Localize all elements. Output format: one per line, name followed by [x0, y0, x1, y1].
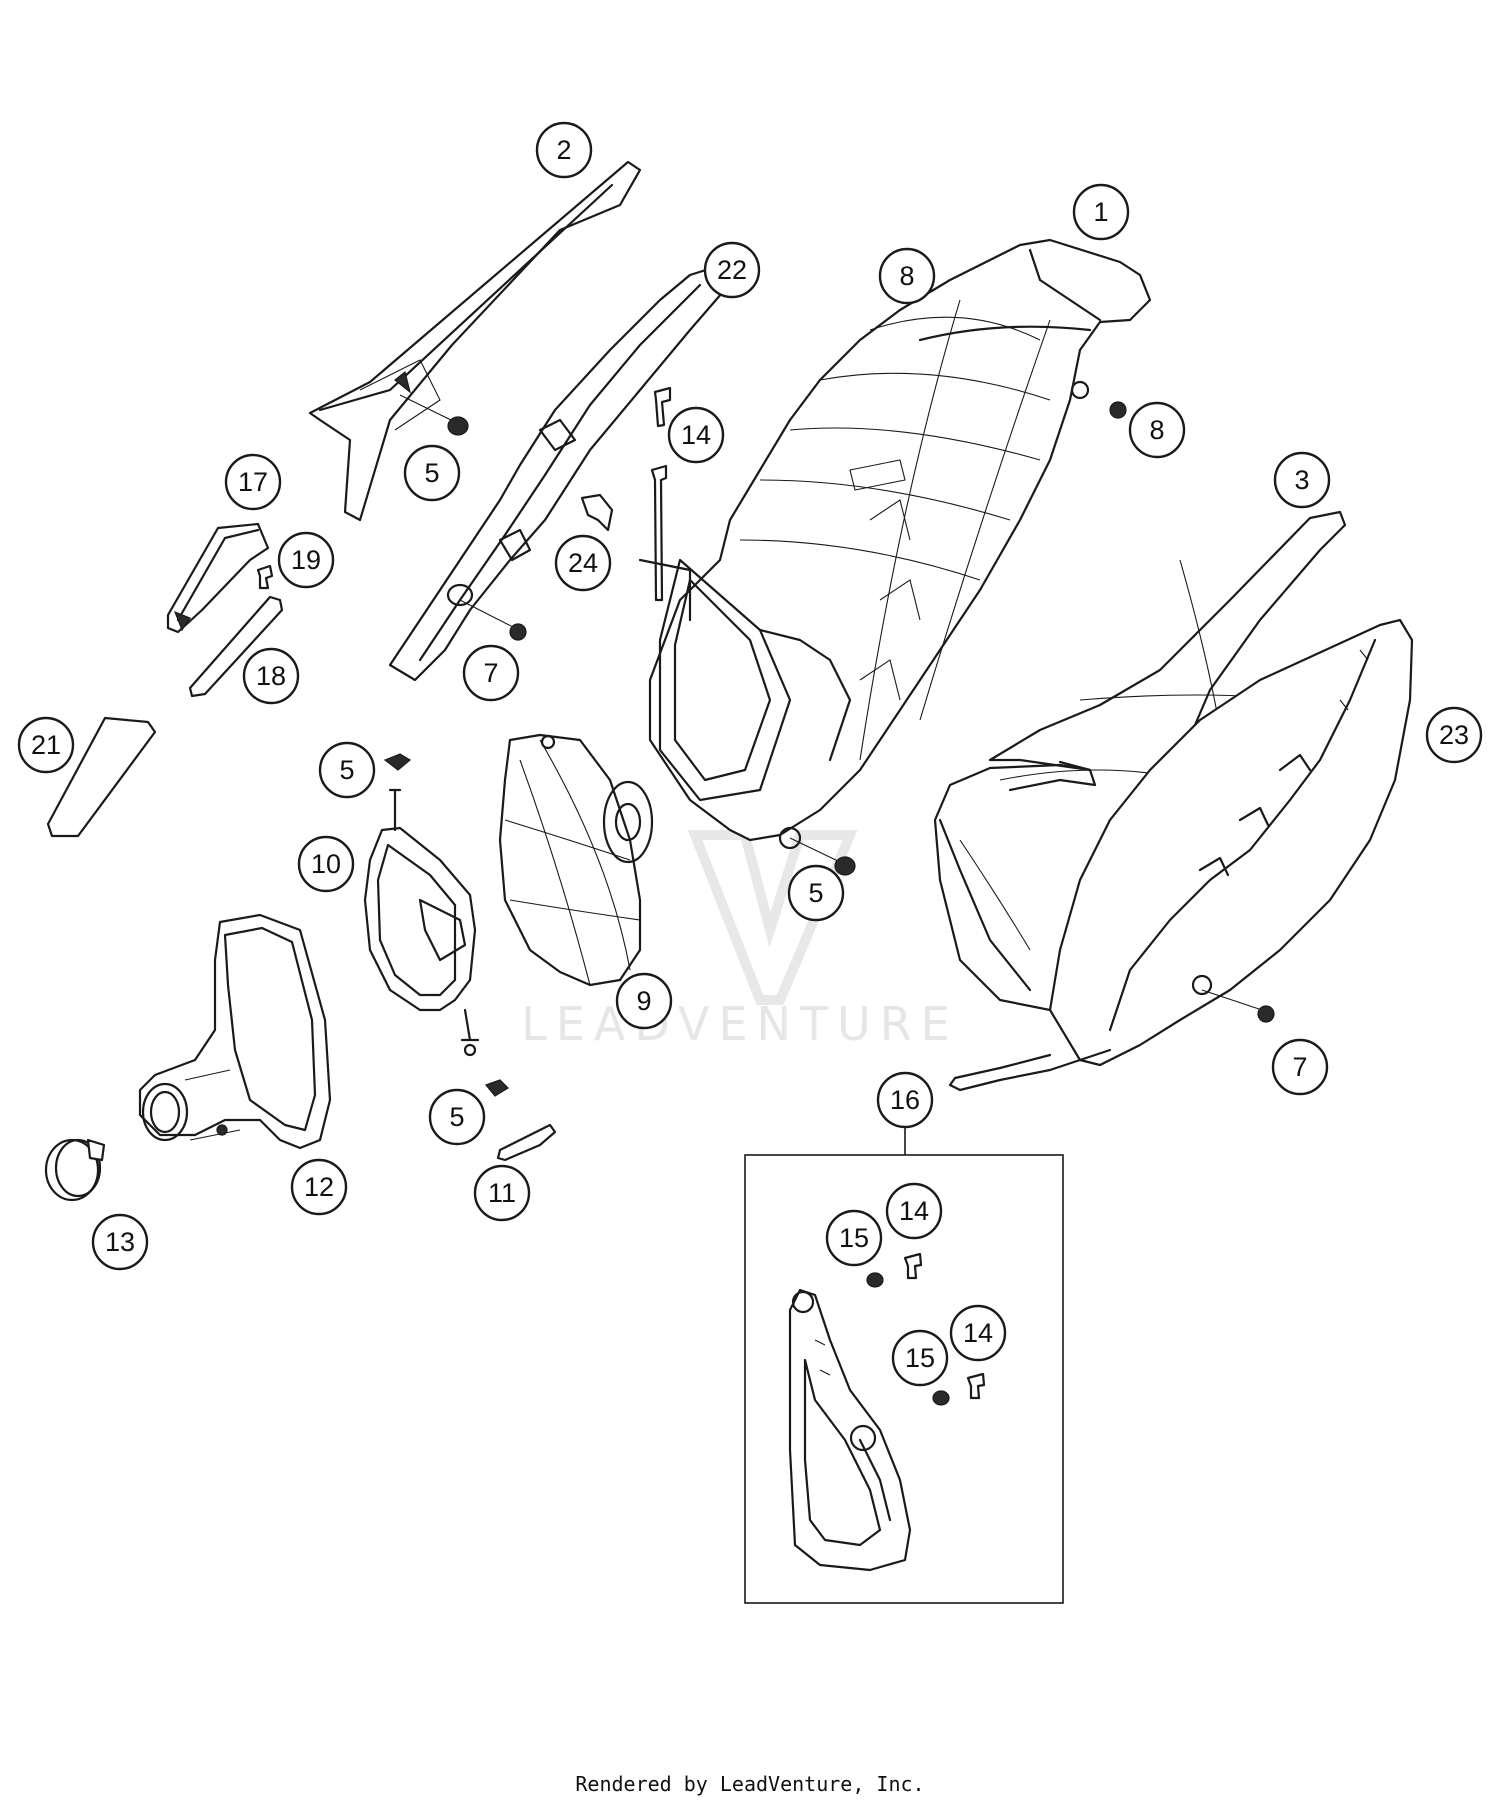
svg-text:1: 1 — [1093, 197, 1108, 227]
part-5-clip — [484, 1079, 509, 1097]
callout-23[interactable]: 23 — [1425, 706, 1483, 764]
part-11-clip-plate — [496, 1123, 557, 1162]
callout-22[interactable]: 22 — [703, 241, 761, 299]
part-5-grommet — [834, 856, 856, 876]
svg-text:8: 8 — [899, 261, 914, 291]
part-21-sticker — [46, 716, 157, 838]
svg-text:2: 2 — [556, 135, 571, 165]
leader-line — [1201, 989, 1263, 1011]
callout-13[interactable]: 13 — [91, 1213, 149, 1271]
svg-text:9: 9 — [636, 986, 651, 1016]
svg-text:5: 5 — [808, 878, 823, 908]
part-9-filter-cage — [498, 733, 654, 987]
svg-text:14: 14 — [681, 420, 711, 450]
callout-14[interactable]: 14 — [949, 1304, 1007, 1362]
footer-credit: Rendered by LeadVenture, Inc. — [575, 1772, 925, 1796]
svg-text:10: 10 — [311, 849, 341, 879]
part-1-air-box — [638, 238, 1152, 850]
svg-text:15: 15 — [905, 1343, 935, 1373]
svg-text:5: 5 — [339, 755, 354, 785]
part-16-kit-box — [744, 1120, 1064, 1604]
callout-7[interactable]: 7 — [1271, 1038, 1329, 1096]
part-5-grommet — [447, 416, 469, 436]
part-15-washer — [866, 1272, 884, 1288]
leader-line — [399, 394, 456, 423]
part-2-shroud-strip — [308, 160, 642, 522]
callout-14[interactable]: 14 — [885, 1182, 943, 1240]
callout-19[interactable]: 19 — [277, 531, 335, 589]
callout-8[interactable]: 8 — [1128, 401, 1186, 459]
svg-text:13: 13 — [105, 1227, 135, 1257]
svg-text:5: 5 — [424, 458, 439, 488]
part-7-grommet — [1257, 1005, 1275, 1023]
svg-text:15: 15 — [839, 1223, 869, 1253]
callout-17[interactable]: 17 — [224, 453, 282, 511]
part-13-hose-clamp — [44, 1138, 106, 1202]
svg-text:14: 14 — [963, 1318, 993, 1348]
callout-11[interactable]: 11 — [473, 1164, 531, 1222]
svg-text:16: 16 — [890, 1085, 920, 1115]
callout-9[interactable]: 9 — [615, 972, 673, 1030]
callout-8[interactable]: 8 — [878, 247, 936, 305]
part-19-screw — [256, 564, 274, 590]
part-7-grommet — [509, 623, 527, 641]
callout-5[interactable]: 5 — [318, 741, 376, 799]
svg-text:17: 17 — [238, 467, 268, 497]
part-10-air-filter — [363, 788, 480, 1057]
svg-text:7: 7 — [1292, 1052, 1307, 1082]
callout-5[interactable]: 5 — [428, 1088, 486, 1146]
part-24-clip — [580, 493, 614, 532]
callout-5[interactable]: 5 — [403, 444, 461, 502]
svg-text:8: 8 — [1149, 415, 1164, 445]
svg-text:3: 3 — [1294, 465, 1309, 495]
callout-1[interactable]: 1 — [1072, 183, 1130, 241]
callout-2[interactable]: 2 — [535, 121, 593, 179]
leader-line — [789, 837, 841, 863]
callouts: 2 1 8 22 5 14 8 17 3 19 24 7 18 23 21 5 … — [17, 121, 1483, 1387]
callout-12[interactable]: 12 — [290, 1158, 348, 1216]
svg-text:14: 14 — [899, 1196, 929, 1226]
svg-text:12: 12 — [304, 1172, 334, 1202]
part-14-screw — [903, 1252, 923, 1280]
svg-text:18: 18 — [256, 661, 286, 691]
leader-line — [459, 599, 516, 629]
callout-21[interactable]: 21 — [17, 716, 75, 774]
svg-text:5: 5 — [449, 1102, 464, 1132]
part-18-strip — [188, 595, 284, 698]
callout-15[interactable]: 15 — [891, 1329, 949, 1387]
svg-text:24: 24 — [568, 548, 598, 578]
callout-15[interactable]: 15 — [825, 1209, 883, 1267]
svg-text:19: 19 — [291, 545, 321, 575]
part-5-clip — [383, 753, 412, 771]
part-3-side-panel — [933, 510, 1347, 1012]
callout-16[interactable]: 16 — [876, 1071, 934, 1129]
part-14-screw — [653, 386, 672, 428]
part-14-screw — [966, 1372, 986, 1400]
callout-5[interactable]: 5 — [787, 864, 845, 922]
part-12-intake-boot — [138, 913, 332, 1150]
svg-text:7: 7 — [483, 658, 498, 688]
part-14-screw-long — [650, 464, 668, 602]
callout-18[interactable]: 18 — [242, 647, 300, 705]
part-23-number-plate — [948, 618, 1414, 1092]
callout-14[interactable]: 14 — [667, 406, 725, 464]
callout-10[interactable]: 10 — [297, 835, 355, 893]
callout-3[interactable]: 3 — [1273, 451, 1331, 509]
svg-text:22: 22 — [717, 255, 747, 285]
callout-24[interactable]: 24 — [554, 534, 612, 592]
svg-text:11: 11 — [488, 1178, 516, 1208]
svg-text:21: 21 — [31, 730, 61, 760]
part-17-cover — [166, 522, 270, 634]
watermark-text: LEADVENTURE — [521, 997, 959, 1051]
part-15-washer — [932, 1390, 950, 1406]
part-8-grommet — [1109, 401, 1127, 419]
callout-7[interactable]: 7 — [462, 644, 520, 702]
svg-text:23: 23 — [1439, 720, 1469, 750]
